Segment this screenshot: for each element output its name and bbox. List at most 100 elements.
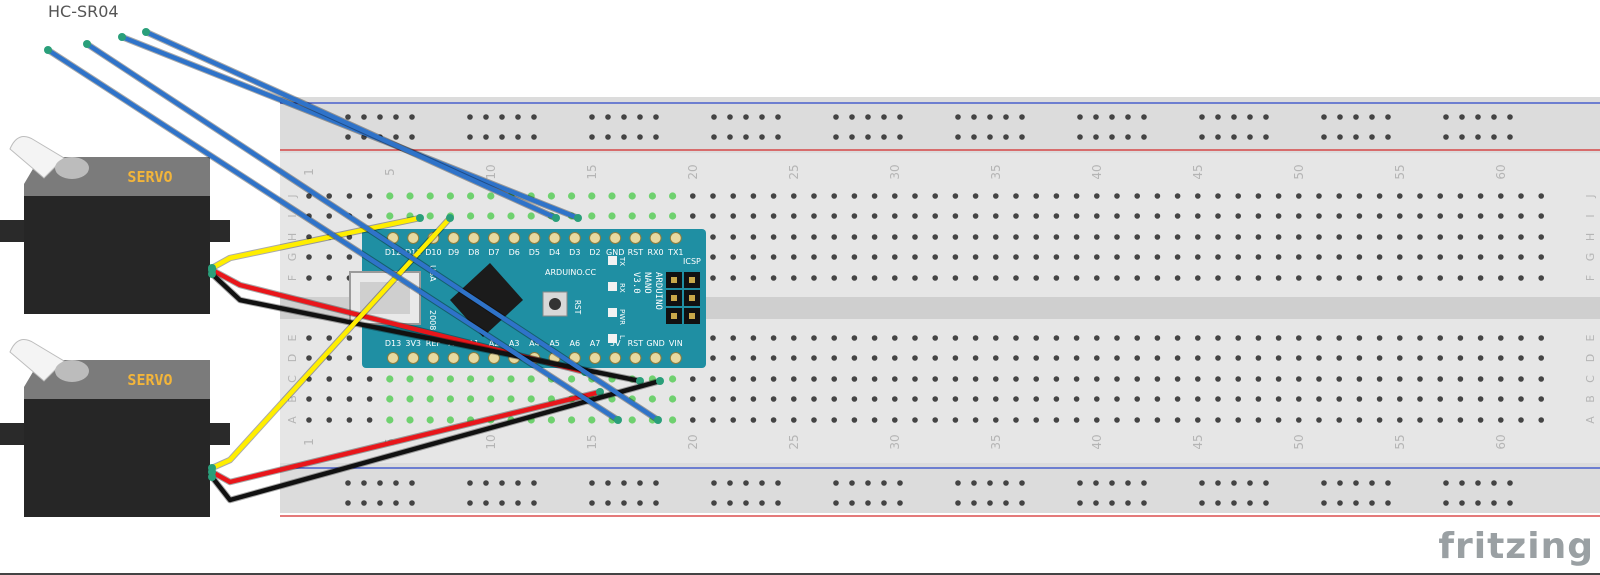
- wire-end: [654, 416, 662, 424]
- row-letter: F: [1584, 275, 1597, 281]
- grid-hole: [1538, 335, 1544, 341]
- grid-hole: [770, 193, 777, 199]
- grid-hole: [932, 376, 938, 382]
- bottom-rule: [0, 573, 1600, 575]
- grid-hole: [993, 193, 999, 199]
- grid-hole: [1215, 396, 1221, 402]
- grid-hole: [1518, 254, 1524, 260]
- grid-hole: [306, 234, 312, 240]
- grid-hole: [1094, 396, 1100, 402]
- rail-hole: [759, 480, 765, 486]
- grid-hole: [1134, 193, 1140, 199]
- grid-hole: [1235, 275, 1241, 281]
- grid-hole: [346, 355, 353, 361]
- rail-hole: [1369, 480, 1375, 486]
- grid-hole: [770, 417, 777, 423]
- grid-hole: [972, 213, 979, 219]
- status-led: [608, 308, 617, 317]
- column-number: 20: [686, 434, 700, 449]
- rail-hole: [483, 134, 489, 140]
- row-letter: A: [1584, 416, 1597, 424]
- grid-hole: [1336, 376, 1342, 382]
- grid-hole: [1477, 396, 1484, 402]
- grid-hole: [1538, 376, 1544, 382]
- grid-hole: [1174, 275, 1181, 281]
- grid-hole: [851, 355, 858, 361]
- rail-hole: [605, 114, 611, 120]
- rail-hole: [531, 500, 537, 506]
- grid-hole: [952, 396, 959, 402]
- rail-hole: [499, 114, 505, 120]
- header-pin: [407, 232, 420, 244]
- grid-hole: [710, 376, 716, 382]
- grid-hole: [346, 254, 353, 260]
- grid-hole: [952, 355, 959, 361]
- rail-hole: [1093, 114, 1099, 120]
- icsp-pin-core: [689, 295, 695, 301]
- rail-hole: [1507, 114, 1513, 120]
- row-letter: G: [286, 253, 299, 262]
- grid-hole: [952, 275, 959, 281]
- grid-hole: [1073, 355, 1080, 361]
- rail-hole: [1369, 114, 1375, 120]
- rail-hole: [759, 114, 765, 120]
- grid-hole: [952, 193, 959, 199]
- grid-hole: [750, 335, 757, 341]
- grid-hole: [1316, 417, 1322, 423]
- rail-hole: [1141, 114, 1147, 120]
- rail-hole: [1019, 114, 1025, 120]
- connected-hole: [608, 192, 616, 200]
- header-pin: [609, 232, 622, 244]
- connected-hole: [386, 416, 394, 424]
- grid-hole: [1094, 234, 1100, 240]
- rail-hole: [711, 134, 717, 140]
- grid-hole: [871, 213, 878, 219]
- grid-hole: [1094, 355, 1100, 361]
- row-letter: D: [1584, 354, 1597, 362]
- grid-hole: [710, 417, 716, 423]
- pin-label-top: RST: [628, 248, 644, 257]
- grid-hole: [1174, 355, 1181, 361]
- grid-hole: [1073, 376, 1080, 382]
- grid-hole: [1073, 335, 1080, 341]
- rail-hole: [865, 134, 871, 140]
- grid-hole: [1397, 193, 1403, 199]
- rail-hole: [1263, 480, 1269, 486]
- rail-hole: [865, 480, 871, 486]
- rail-hole: [393, 500, 399, 506]
- grid-hole: [1033, 275, 1039, 281]
- grid-hole: [346, 335, 353, 341]
- icsp-pin-core: [689, 277, 695, 283]
- grid-hole: [912, 234, 918, 240]
- rail-hole: [955, 134, 961, 140]
- grid-hole: [1296, 335, 1302, 341]
- grid-hole: [1376, 213, 1383, 219]
- grid-hole: [932, 193, 938, 199]
- grid-hole: [1174, 234, 1181, 240]
- rail-hole: [1093, 480, 1099, 486]
- grid-hole: [811, 376, 817, 382]
- grid-hole: [1498, 417, 1504, 423]
- rail-hole: [881, 114, 887, 120]
- grid-hole: [952, 417, 959, 423]
- grid-hole: [1255, 376, 1262, 382]
- grid-hole: [1457, 417, 1464, 423]
- row-letter: H: [1584, 233, 1597, 241]
- grid-hole: [1376, 275, 1383, 281]
- sensor-wire: [84, 41, 661, 423]
- header-pin: [629, 352, 642, 364]
- grid-hole: [1457, 355, 1464, 361]
- grid-hole: [1477, 335, 1484, 341]
- rail-hole: [409, 134, 415, 140]
- grid-hole: [1417, 376, 1423, 382]
- pin-label-top: RX0: [648, 248, 664, 257]
- rail-hole: [589, 134, 595, 140]
- row-letter: B: [286, 395, 299, 403]
- grid-hole: [912, 335, 918, 341]
- header-pin: [669, 352, 682, 364]
- grid-hole: [1296, 376, 1302, 382]
- column-number: 40: [1090, 434, 1104, 449]
- wire-end: [656, 377, 664, 385]
- pin-label-bottom: D13: [385, 339, 401, 348]
